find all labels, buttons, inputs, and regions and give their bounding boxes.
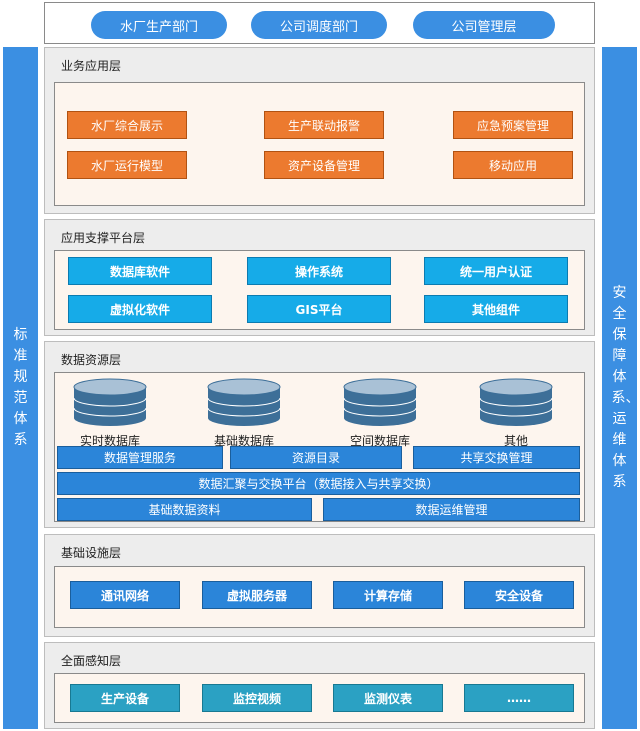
layer-perception: 全面感知层 生产设备 监控视频 监测仪表 ……: [44, 642, 595, 729]
standards-system-label: 标准规范体系: [13, 327, 28, 448]
data-service-item: 数据管理服务: [57, 446, 223, 469]
business-item: 水厂综合展示: [67, 111, 187, 139]
support-item: 其他组件: [424, 295, 568, 323]
database-icon: [207, 378, 281, 426]
database-label: 基础数据库: [213, 434, 274, 448]
data-service-item: 共享交换管理: [413, 446, 580, 469]
database-spatial: 空间数据库: [335, 378, 425, 449]
layer-application-support: 应用支撑平台层 数据库软件 操作系统 统一用户认证 虚拟化软件 GIS平台 其他…: [44, 219, 595, 336]
database-icon: [73, 378, 147, 426]
top-user-bar: 水厂生产部门 公司调度部门 公司管理层: [44, 2, 595, 44]
database-icon: [479, 378, 553, 426]
perception-item: 监测仪表: [333, 684, 443, 712]
infra-item: 安全设备: [464, 581, 574, 609]
layer-title: 应用支撑平台层: [61, 231, 146, 245]
database-icon: [343, 378, 417, 426]
support-inner-panel: 数据库软件 操作系统 统一用户认证 虚拟化软件 GIS平台 其他组件: [54, 250, 585, 330]
support-item: GIS平台: [247, 295, 391, 323]
infra-item: 通讯网络: [70, 581, 180, 609]
standards-system-bar: 标准规范体系: [3, 47, 38, 729]
perception-inner-panel: 生产设备 监控视频 监测仪表 ……: [54, 673, 585, 723]
business-item: 生产联动报警: [264, 111, 384, 139]
infra-item: 虚拟服务器: [202, 581, 312, 609]
database-label: 其他: [503, 434, 528, 448]
perception-item: 生产设备: [70, 684, 180, 712]
support-item: 虚拟化软件: [68, 295, 212, 323]
security-ops-system-label: 安全保障体系、运维体系: [611, 285, 640, 490]
layer-title: 业务应用层: [61, 59, 122, 73]
layer-title: 基础设施层: [61, 546, 122, 560]
layer-data-resource: 数据资源层 实时数据库 基础数据库: [44, 341, 595, 528]
layer-title: 全面感知层: [61, 654, 122, 668]
database-other: 其他: [471, 378, 561, 449]
support-item: 数据库软件: [68, 257, 212, 285]
layer-infrastructure: 基础设施层 通讯网络 虚拟服务器 计算存储 安全设备: [44, 534, 595, 637]
data-service-item: 资源目录: [230, 446, 402, 469]
business-item: 应急预案管理: [453, 111, 573, 139]
pill-dispatch: 公司调度部门: [251, 11, 387, 39]
database-realtime: 实时数据库: [65, 378, 155, 449]
data-service-item: 基础数据资料: [57, 498, 312, 521]
business-item: 水厂运行模型: [67, 151, 187, 179]
data-inner-panel: 实时数据库 基础数据库 空间数据库: [54, 372, 585, 522]
pill-plant-production: 水厂生产部门: [91, 11, 227, 39]
pill-management: 公司管理层: [413, 11, 555, 39]
support-item: 操作系统: [247, 257, 391, 285]
support-item: 统一用户认证: [424, 257, 568, 285]
perception-item: ……: [464, 684, 574, 712]
perception-item: 监控视频: [202, 684, 312, 712]
data-service-item: 数据运维管理: [323, 498, 580, 521]
layer-title: 数据资源层: [61, 353, 122, 367]
layer-business-application: 业务应用层 水厂综合展示 生产联动报警 应急预案管理 水厂运行模型 资产设备管理…: [44, 47, 595, 214]
data-exchange-platform: 数据汇聚与交换平台（数据接入与共享交换）: [57, 472, 580, 495]
infra-item: 计算存储: [333, 581, 443, 609]
database-label: 空间数据库: [349, 434, 410, 448]
business-item: 资产设备管理: [264, 151, 384, 179]
business-item: 移动应用: [453, 151, 573, 179]
business-inner-panel: 水厂综合展示 生产联动报警 应急预案管理 水厂运行模型 资产设备管理 移动应用: [54, 82, 585, 206]
security-ops-system-bar: 安全保障体系、运维体系: [602, 47, 640, 729]
database-basic: 基础数据库: [199, 378, 289, 449]
infra-inner-panel: 通讯网络 虚拟服务器 计算存储 安全设备: [54, 566, 585, 628]
database-label: 实时数据库: [79, 434, 140, 448]
